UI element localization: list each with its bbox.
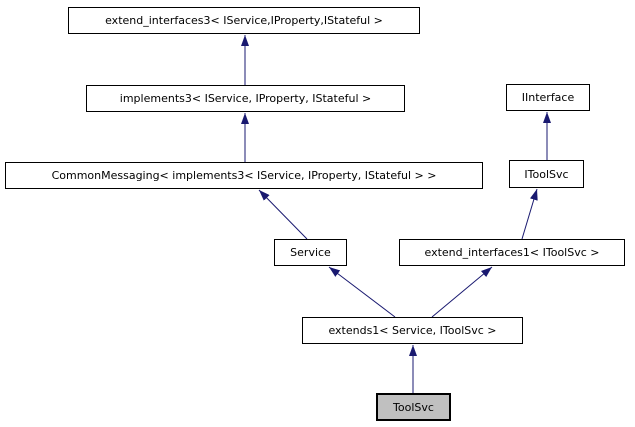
node-toolsvc: ToolSvc [376,393,451,421]
node-extends1[interactable]: extends1< Service, IToolSvc > [302,317,523,344]
node-extend-interfaces3[interactable]: extend_interfaces3< IService,IProperty,I… [68,7,420,34]
node-service[interactable]: Service [274,239,347,266]
node-iinterface[interactable]: IInterface [506,84,590,111]
node-extend-interfaces1[interactable]: extend_interfaces1< IToolSvc > [399,239,625,266]
edge-extends1-to-service [328,266,396,318]
edge-service-to-commonmessaging [258,189,308,240]
node-implements3[interactable]: implements3< IService, IProperty, IState… [86,85,405,112]
edge-extend-interfaces1-to-itoolsvc [521,188,538,240]
edge-extends1-to-extend-interfaces1 [431,266,493,318]
node-commonmessaging[interactable]: CommonMessaging< implements3< IService, … [5,162,483,189]
node-itoolsvc[interactable]: IToolSvc [509,160,584,188]
